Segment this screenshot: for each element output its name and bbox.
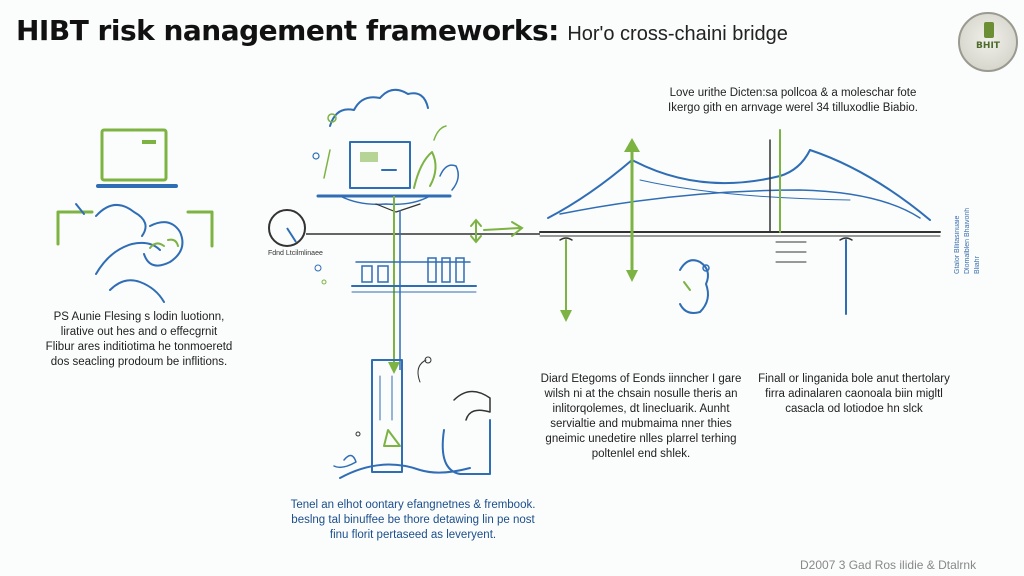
text-line: PS Aunie Flesing s lodin luotionn, xyxy=(53,311,225,323)
text-block-middle-right: Diard Etegoms of Eonds iinncher I gare w… xyxy=(526,372,756,462)
text-line: wilsh ni at the chsain nosulle theris an xyxy=(544,388,738,400)
text-line: servialtie and mubmaima nner thies xyxy=(550,418,732,430)
text-line: Tenel an elhot oontary efangnetnes & fre… xyxy=(290,499,536,511)
vertical-label-3: Bliahr xyxy=(974,256,981,274)
tower-scene-icon xyxy=(333,356,491,479)
logo-text: BHIT xyxy=(976,41,1000,51)
text-line: Love urithe Dicten:sa pollcoa & a molesc… xyxy=(669,87,917,99)
text-line: gneimic unedetire nlles plarrel terhing xyxy=(545,433,737,445)
text-line: casacla od lotiodoe hn slck xyxy=(785,403,923,415)
text-block-far-right: Finall or linganida bole anut thertolary… xyxy=(754,372,954,417)
text-line: lirative out hes and o effecgrnit xyxy=(60,326,218,338)
text-line: Ikergo gith en arnvage werel 34 tilluxod… xyxy=(668,102,918,114)
gauge-label: Fdnd Ltcilmlinaee xyxy=(268,250,323,257)
footer-copyright: D2007 3 Gad Ros ilidie & Dtalrnk xyxy=(800,558,977,572)
text-block-left: PS Aunie Flesing s lodin luotionn, lirat… xyxy=(44,310,234,370)
page-title: HIBT risk nanagement frameworks: Hor'o c… xyxy=(16,14,788,47)
text-line: finu florit pertaseed as leveryent. xyxy=(329,529,497,541)
up-arrow-icon xyxy=(624,138,640,282)
text-line: Flibur ares inditiotima he tonmoeretd xyxy=(45,341,233,353)
person-figure-icon xyxy=(679,259,710,314)
vertical-label-2: Dlomalblen Bhaivonh xyxy=(964,207,971,274)
text-line: Diard Etegoms of Eonds iinncher I gare xyxy=(540,373,742,385)
text-block-center-bottom: Tenel an elhot oontary efangnetnes & fre… xyxy=(288,498,538,543)
laptop-person-icon xyxy=(56,128,214,303)
monitor-scene-icon xyxy=(312,88,459,213)
gauge-icon xyxy=(268,209,306,247)
logo-emblem-icon xyxy=(984,22,994,38)
title-main: HIBT risk nanagement frameworks: xyxy=(16,14,559,47)
bridge-icon xyxy=(539,129,941,322)
text-line: firra adinalaren caonoala biin migltl xyxy=(765,388,943,400)
down-arrow-icon xyxy=(388,362,400,374)
hibt-logo: BHIT xyxy=(958,12,1018,72)
vertical-label-1: Gtalor Bllitasinuaie xyxy=(954,215,961,274)
text-line: beslng tal binuffee be thore detawing li… xyxy=(291,514,535,526)
text-line: poltenlel end shlek. xyxy=(591,448,691,460)
text-line: dos seacling prodoum be inflitions. xyxy=(50,356,228,368)
text-block-top-right: Love urithe Dicten:sa pollcoa & a molesc… xyxy=(658,86,928,116)
text-line: inlitorqolemes, dt linecluarik. Aunht xyxy=(552,403,730,415)
text-line: Finall or linganida bole anut thertolary xyxy=(758,373,950,385)
title-subtitle: Hor'o cross-chaini bridge xyxy=(567,23,788,45)
server-row-icon xyxy=(314,257,477,293)
double-arrow-icon xyxy=(470,218,524,244)
